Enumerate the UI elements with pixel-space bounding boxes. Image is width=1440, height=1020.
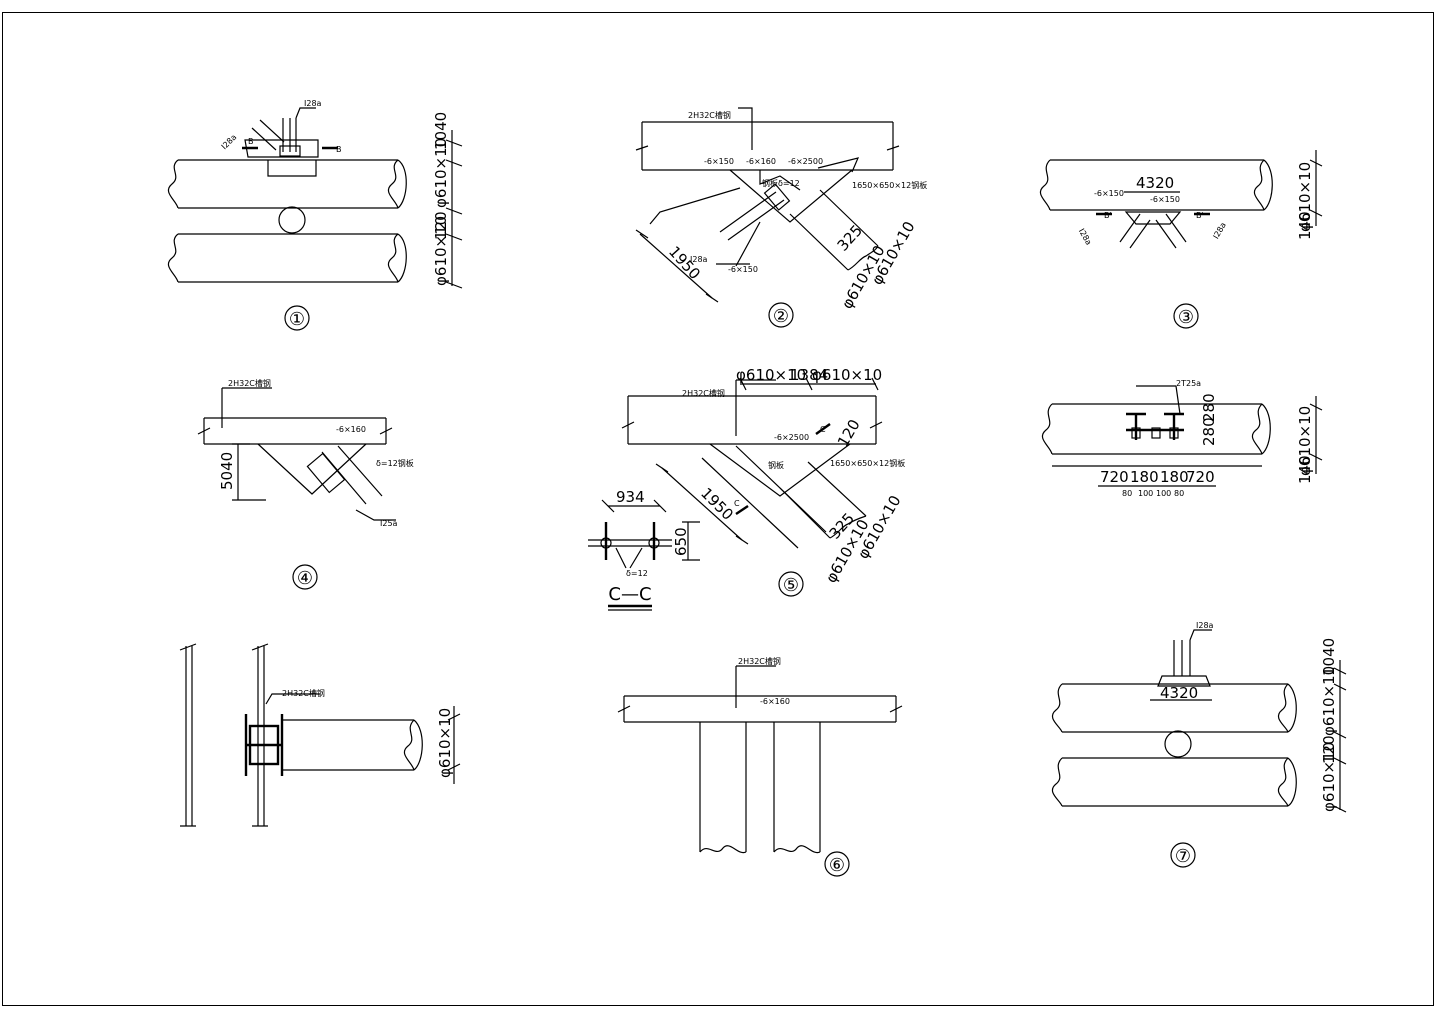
detail4-label-i25a: I25a — [380, 519, 398, 528]
detail-2t25a-dim-280a: 280 — [1200, 393, 1218, 422]
detail7-dim-120: 120 — [1320, 735, 1338, 764]
detail1-dim-pipe-lower: φ610×10 — [432, 216, 450, 286]
detail5-label-c-bottom: C — [734, 499, 740, 508]
detail-2t25a: 2T25a 280 280 720 180 180 720 80 100 100… — [1041, 379, 1323, 498]
detail-2t25a-dim-180b: 180 — [1160, 468, 1189, 486]
detail7-dim-4320: 4320 — [1160, 684, 1198, 702]
detail5-dim-pipe-top-a: φ610×10 — [736, 366, 806, 384]
detail2-number: ② — [773, 306, 789, 327]
detail-2t25a-dim-pipe: φ610×10 — [1296, 406, 1314, 476]
detail-column: 2H32C槽钢 φ610×10 — [179, 643, 461, 827]
detail7-dim-1040: 1040 — [1320, 638, 1338, 676]
section-cc: 934 δ=12 650 C—C — [588, 488, 700, 611]
detail-2t25a-dim-100b: 100 — [1156, 489, 1171, 498]
detail5-label-channel: 2H32C槽钢 — [682, 388, 725, 398]
detail-1: I28a I28a B B φ610×10 φ610×10 1040 120 ① — [167, 99, 463, 331]
detail1-dim-pipe-upper: φ610×10 — [432, 138, 450, 208]
detail3-section-b-left: B' — [1104, 211, 1112, 220]
detail4-label-plate-160: -6×160 — [336, 425, 366, 434]
detail6-number: ⑥ — [829, 855, 845, 876]
detail2-label-big-plate: 1650×650×12钢板 — [852, 180, 927, 190]
detail-5: φ610×10 φ610×10 1384 2H32C槽钢 C -6×2500 钢… — [621, 366, 905, 597]
detail1-dim-1040: 1040 — [432, 112, 450, 150]
detail-2t25a-dim-720a: 720 — [1100, 468, 1129, 486]
detail3-section-b-right: B' — [1196, 211, 1204, 220]
detail3-dim-140: 140 — [1296, 211, 1314, 240]
detail4-dim-5040: 5040 — [218, 452, 236, 490]
detail3-number: ③ — [1178, 307, 1194, 328]
section-cc-dim-650: 650 — [672, 527, 690, 556]
detail-column-label-channel: 2H32C槽钢 — [282, 688, 325, 698]
detail-2t25a-dim-280b: 280 — [1200, 417, 1218, 446]
detail5-label-plate-2500: -6×2500 — [774, 433, 809, 442]
detail3-dim-4320: 4320 — [1136, 174, 1174, 192]
detail4-number: ④ — [297, 568, 313, 589]
detail-2t25a-dim-80b: 80 — [1174, 489, 1184, 498]
detail3-dim-pipe: φ610×10 — [1296, 162, 1314, 232]
detail3-label-plate-150b: -6×150 — [1150, 195, 1180, 204]
detail6-label-channel: 2H32C槽钢 — [738, 656, 781, 666]
detail5-label-plate: 钢板 — [768, 460, 784, 470]
detail-column-dim-pipe: φ610×10 — [436, 708, 454, 778]
detail7-label-i28a: I28a — [1196, 621, 1214, 630]
detail-2t25a-dim-140: 140 — [1296, 455, 1314, 484]
detail-4: 2H32C槽钢 -6×160 δ=12钢板 I25a 5040 ④ — [197, 378, 414, 590]
detail-7: I28a 4320 φ610×10 φ610×10 1040 120 ⑦ — [1051, 621, 1347, 868]
detail-2t25a-dim-180a: 180 — [1130, 468, 1159, 486]
detail1-section-b-left: B — [248, 137, 254, 146]
detail2-label-plate-150: -6×150 — [704, 157, 734, 166]
detail-2t25a-dim-720b: 720 — [1186, 468, 1215, 486]
detail2-label-plate-160: -6×160 — [746, 157, 776, 166]
detail-6: 2H32C槽钢 -6×160 ⑥ — [617, 656, 903, 877]
section-cc-title: C—C — [608, 584, 651, 605]
detail3-label-plate-150a: -6×150 — [1094, 189, 1124, 198]
detail2-label-plate-150b: -6×150 — [728, 265, 758, 274]
detail1-dim-120: 120 — [432, 211, 450, 240]
detail5-label-big-plate: 1650×650×12钢板 — [830, 458, 905, 468]
detail7-dim-pipe-upper: φ610×10 — [1320, 666, 1338, 736]
detail1-number: ① — [289, 309, 305, 330]
detail2-label-i28a: I28a — [690, 255, 708, 264]
detail7-number: ⑦ — [1175, 846, 1191, 867]
detail1-label-i28a-diag: I28a — [220, 133, 239, 152]
detail1-label-i28a-top: I28a — [304, 99, 322, 108]
detail5-dim-pipe-top-b: φ610×10 — [812, 366, 882, 384]
detail1-section-b-right: B — [336, 145, 342, 154]
detail3-label-i28a-right: I28a — [1211, 221, 1228, 241]
detail3-label-i28a-left: I28a — [1077, 227, 1094, 247]
detail6-label-plate-160: -6×160 — [760, 697, 790, 706]
detail7-dim-pipe-lower: φ610×10 — [1320, 742, 1338, 812]
section-cc-dim-934: 934 — [616, 488, 645, 506]
detail2-label-plate-12: 钢板δ=12 — [762, 178, 800, 188]
detail-2t25a-dim-100a: 100 — [1138, 489, 1153, 498]
detail4-label-channel: 2H32C槽钢 — [228, 378, 271, 388]
detail2-dim-325: 325 — [834, 221, 867, 254]
detail-2t25a-label: 2T25a — [1176, 379, 1201, 388]
section-cc-label-plate: δ=12 — [626, 569, 648, 578]
detail2-label-plate-2500: -6×2500 — [788, 157, 823, 166]
detail5-dim-120: 120 — [834, 416, 864, 450]
detail2-label-channel: 2H32C槽钢 — [688, 110, 731, 120]
detail4-label-plate-12: δ=12钢板 — [376, 458, 414, 468]
detail-3: 4320 -6×150 -6×150 B' B' I28a I28a φ610×… — [1039, 150, 1323, 329]
detail5-dim-1384: 1384 — [790, 366, 828, 384]
detail5-number: ⑤ — [783, 575, 799, 596]
detail-2: 2H32C槽钢 -6×150 -6×160 -6×2500 钢板δ=12 165… — [635, 107, 927, 328]
sheet-border — [2, 12, 1434, 1006]
detail-2t25a-dim-80a: 80 — [1122, 489, 1132, 498]
